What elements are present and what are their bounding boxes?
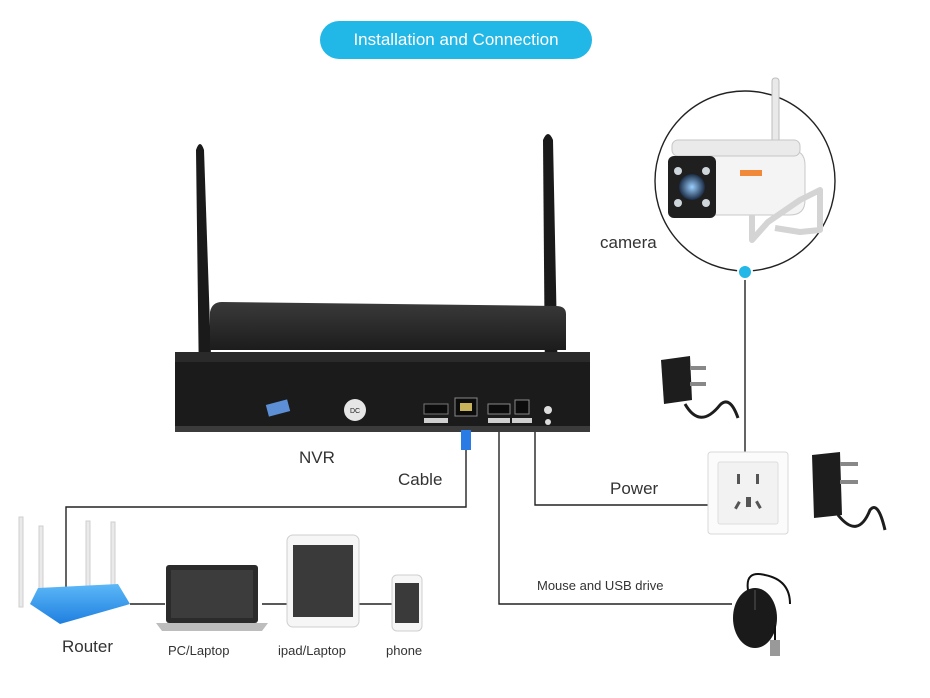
power-label: Power bbox=[610, 479, 659, 498]
nvr-top bbox=[210, 302, 566, 350]
ipad-laptop-label: ipad/Laptop bbox=[278, 643, 346, 658]
pc-laptop-device bbox=[156, 565, 268, 631]
power-line bbox=[534, 430, 708, 506]
title-banner: Installation and Connection bbox=[320, 21, 592, 59]
camera-hood bbox=[671, 139, 801, 157]
nvr-label: NVR bbox=[299, 448, 335, 467]
camera-bracket bbox=[749, 187, 823, 243]
usb-mouse-line bbox=[498, 430, 732, 605]
svg-text:DC: DC bbox=[350, 408, 360, 415]
nvr-device: DC bbox=[175, 134, 590, 450]
hdmi-port bbox=[423, 403, 449, 415]
cable-line bbox=[65, 448, 467, 600]
nvr-sticker bbox=[265, 399, 291, 417]
network-cable-plug bbox=[461, 430, 471, 450]
connection-lines bbox=[65, 272, 746, 605]
router-label: Router bbox=[62, 637, 114, 656]
mouse-device bbox=[733, 573, 791, 656]
mouse-usb-label: Mouse and USB drive bbox=[537, 578, 664, 593]
power-adapter-right bbox=[812, 452, 887, 531]
camera-label: camera bbox=[600, 233, 657, 252]
nvr-dc-label bbox=[344, 399, 366, 421]
cable-label: Cable bbox=[398, 470, 443, 489]
phone-label: phone bbox=[386, 643, 423, 658]
nvr-antenna-left bbox=[196, 144, 212, 385]
pc-laptop-label: PC/Laptop bbox=[168, 643, 230, 658]
ipad-device bbox=[286, 534, 360, 628]
power-adapter-left bbox=[661, 356, 740, 419]
camera-group bbox=[654, 77, 836, 280]
router-device bbox=[18, 516, 130, 624]
usb-port bbox=[487, 403, 511, 415]
camera-connector-dot bbox=[737, 264, 753, 280]
camera-lens bbox=[679, 174, 705, 200]
power-outlet bbox=[707, 451, 789, 535]
phone-device bbox=[391, 574, 423, 632]
dc-port bbox=[514, 399, 530, 415]
